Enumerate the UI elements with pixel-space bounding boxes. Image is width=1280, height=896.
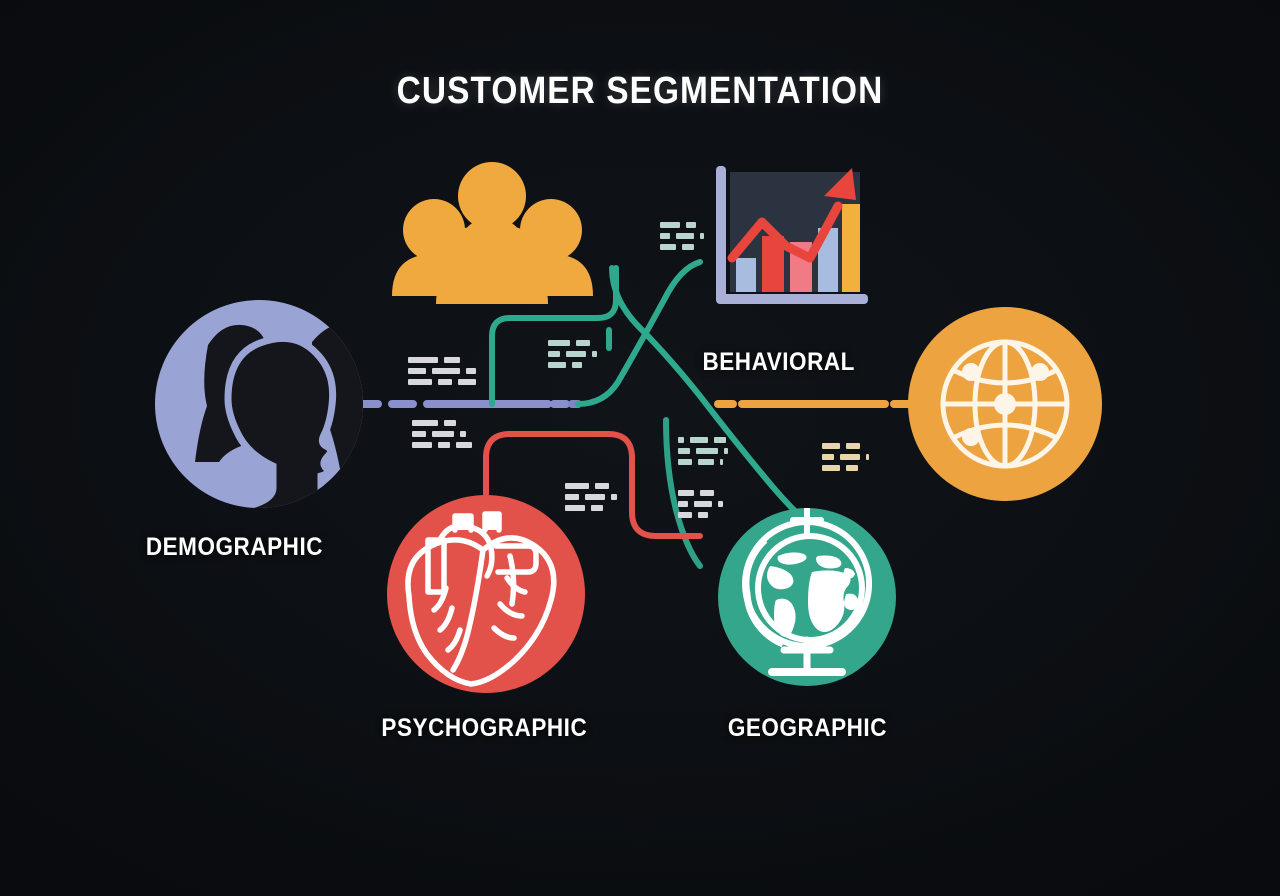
placeholder-text-block [408, 357, 476, 385]
two-profiles-icon [195, 324, 363, 508]
placeholder-dash [840, 454, 860, 460]
node-label-geographic: GEOGRAPHIC [727, 714, 888, 742]
placeholder-dash [460, 431, 466, 437]
placeholder-dash [438, 442, 450, 448]
placeholder-dash [678, 459, 692, 465]
node-label-demographic: DEMOGRAPHIC [145, 533, 324, 561]
placeholder-dash [678, 437, 684, 443]
placeholder-dash [694, 501, 712, 507]
placeholder-dash [408, 357, 438, 363]
node-label-behavioral: BEHAVIORAL [702, 348, 855, 376]
placeholder-dash [408, 379, 432, 385]
connector-layer [359, 259, 916, 569]
node-global-network[interactable] [908, 307, 1102, 501]
placeholder-dash [676, 233, 694, 239]
connector-branch-behavioral [575, 259, 703, 407]
node-psychographic[interactable] [387, 495, 585, 693]
placeholder-dash [456, 442, 472, 448]
placeholder-dash [700, 490, 714, 496]
placeholder-dash [595, 483, 609, 489]
placeholder-dash [611, 494, 617, 500]
placeholder-text-block [678, 490, 723, 518]
placeholder-dash [822, 465, 840, 471]
placeholder-dash [444, 420, 456, 426]
placeholder-dash [846, 443, 860, 449]
anatomical-heart-icon [405, 511, 557, 687]
placeholder-text-block [822, 443, 869, 471]
placeholder-dash [866, 454, 869, 460]
placeholder-dash [432, 431, 454, 437]
placeholder-dash [412, 442, 432, 448]
people-group-icon [392, 162, 593, 304]
placeholder-dash [714, 437, 726, 443]
placeholder-dash [660, 222, 680, 228]
placeholder-dash [412, 420, 438, 426]
placeholder-dash [700, 233, 704, 239]
placeholder-dash [432, 368, 460, 374]
placeholder-text-block [660, 222, 704, 250]
node-demographic[interactable] [155, 300, 410, 536]
connector-branch-geographic [609, 265, 809, 523]
connector-branch-psychographic [483, 431, 703, 539]
placeholder-dash [585, 494, 605, 500]
placeholder-dash [444, 357, 460, 363]
placeholder-text-block [565, 483, 617, 511]
placeholder-dash [720, 459, 723, 465]
placeholder-dash [566, 351, 586, 357]
placeholder-dash [548, 340, 570, 346]
desk-globe-icon [742, 508, 873, 676]
wireframe-globe-icon [940, 339, 1070, 469]
placeholder-dash [696, 448, 718, 454]
placeholder-dash [660, 233, 670, 239]
placeholder-dash [565, 483, 589, 489]
placeholder-dash [718, 501, 723, 507]
placeholder-text-block [678, 437, 728, 465]
placeholder-dash [592, 351, 597, 357]
placeholder-dash [660, 244, 676, 250]
placeholder-dash [572, 362, 582, 368]
placeholder-dash [822, 443, 840, 449]
placeholder-dash [678, 448, 690, 454]
placeholder-dash [548, 351, 560, 357]
placeholder-dash [724, 448, 728, 454]
placeholder-dash [690, 437, 708, 443]
node-label-psychographic: PSYCHOGRAPHIC [381, 714, 588, 742]
placeholder-dash [682, 244, 694, 250]
placeholder-dash [438, 379, 452, 385]
connector-branch-geo-lower [663, 417, 703, 569]
node-geographic[interactable] [718, 508, 896, 686]
placeholder-dash [678, 501, 688, 507]
placeholder-dash [698, 512, 708, 518]
placeholder-dash [576, 340, 590, 346]
placeholder-dash [565, 505, 585, 511]
placeholder-dash [591, 505, 603, 511]
placeholder-dash [822, 454, 834, 460]
placeholder-dash [678, 490, 694, 496]
placeholder-text-block [548, 340, 597, 368]
placeholder-dash [458, 379, 476, 385]
placeholder-dash [698, 459, 714, 465]
placeholder-dash [846, 465, 858, 471]
placeholder-dash [408, 368, 426, 374]
placeholder-dash [686, 222, 696, 228]
placeholder-dash [466, 368, 476, 374]
placeholder-dash [412, 431, 426, 437]
page-title: CUSTOMER SEGMENTATION [396, 70, 884, 112]
placeholder-text-block [412, 420, 472, 448]
placeholder-dash [548, 362, 566, 368]
placeholder-dash [678, 512, 692, 518]
placeholder-dash [565, 494, 579, 500]
connector-branch-group-up [489, 265, 619, 407]
bar-chart-growth-icon [716, 166, 868, 304]
